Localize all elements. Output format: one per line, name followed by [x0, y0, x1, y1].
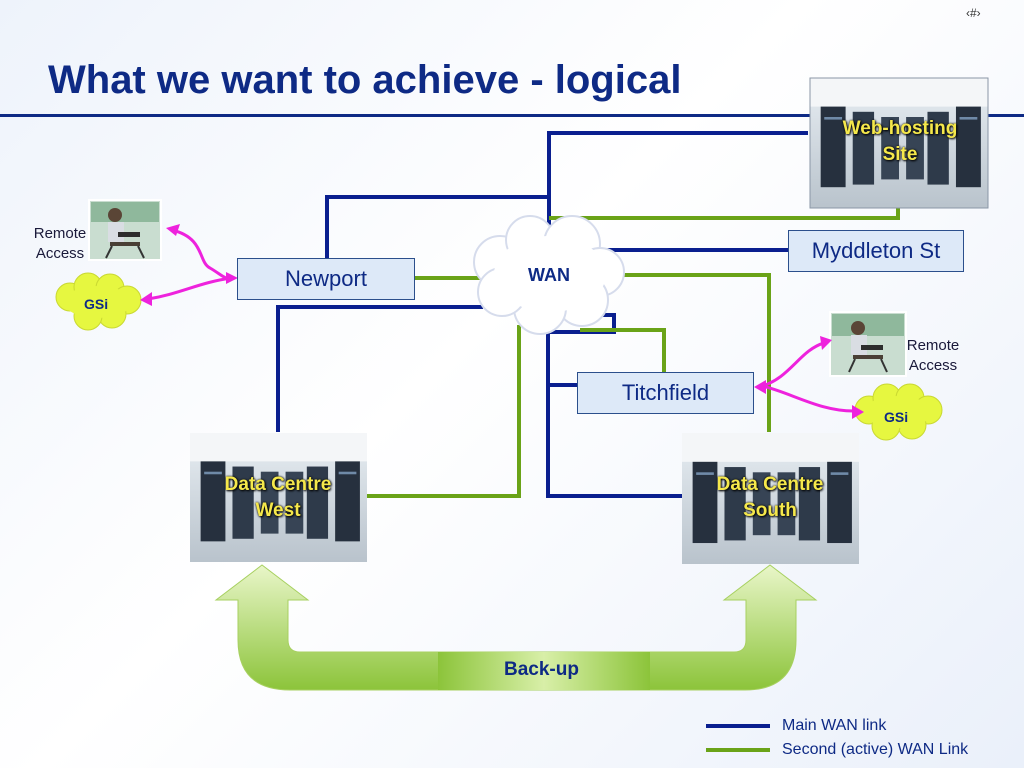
second-wan-links — [366, 207, 900, 498]
datacentre-west-label: Data Centre West — [198, 472, 358, 524]
datacentre-west-label-line2: West — [255, 500, 301, 521]
page-title: What we want to achieve - logical — [48, 58, 682, 102]
remote-access-right-line1: Remote — [906, 337, 960, 354]
newport-label: Newport — [285, 266, 367, 291]
gsi-right-cloud-icon — [854, 383, 943, 441]
web-hosting-label-line1: Web-hosting — [842, 118, 958, 139]
remote-access-left-line2: Access — [35, 245, 85, 262]
myddleton-node: Myddleton St — [788, 230, 964, 272]
remote-access-arrows — [147, 228, 857, 413]
remote-access-left-line1: Remote — [33, 225, 87, 242]
title-divider — [0, 114, 1024, 117]
backup-arrow-icon — [214, 564, 818, 691]
wan-cloud-icon — [473, 215, 625, 335]
web-hosting-label-line2: Site — [882, 144, 918, 165]
remote-user-right-icon — [829, 311, 907, 377]
wan-label: WAN — [528, 265, 570, 285]
remote-access-right-line2: Access — [908, 357, 958, 374]
legend-main-label: Main WAN link — [782, 717, 887, 734]
arrowheads — [140, 224, 864, 419]
titchfield-label: Titchfield — [621, 380, 710, 405]
gsi-left-label: GSi — [84, 296, 109, 312]
datacentre-south-label-line2: South — [743, 500, 797, 521]
datacentre-south-label: Data Centre South — [690, 472, 850, 524]
legend-second-label: Second (active) WAN Link — [782, 741, 969, 758]
datacentre-west-label-line1: Data Centre — [224, 474, 332, 495]
slide-number: ‹#› — [966, 6, 981, 20]
myddleton-label: Myddleton St — [811, 238, 941, 263]
gsi-right-label: GSi — [884, 409, 909, 425]
gsi-left-cloud-icon — [55, 272, 142, 331]
remote-access-left-label: Remote Access — [26, 224, 94, 264]
remote-access-right-label: Remote Access — [898, 336, 968, 376]
titchfield-node: Titchfield — [577, 372, 754, 414]
datacentre-south-label-line1: Data Centre — [716, 474, 824, 495]
web-hosting-label: Web-hosting Site — [820, 116, 980, 168]
backup-label: Back-up — [504, 659, 579, 680]
newport-node: Newport — [237, 258, 415, 300]
remote-user-left-icon — [88, 199, 162, 261]
